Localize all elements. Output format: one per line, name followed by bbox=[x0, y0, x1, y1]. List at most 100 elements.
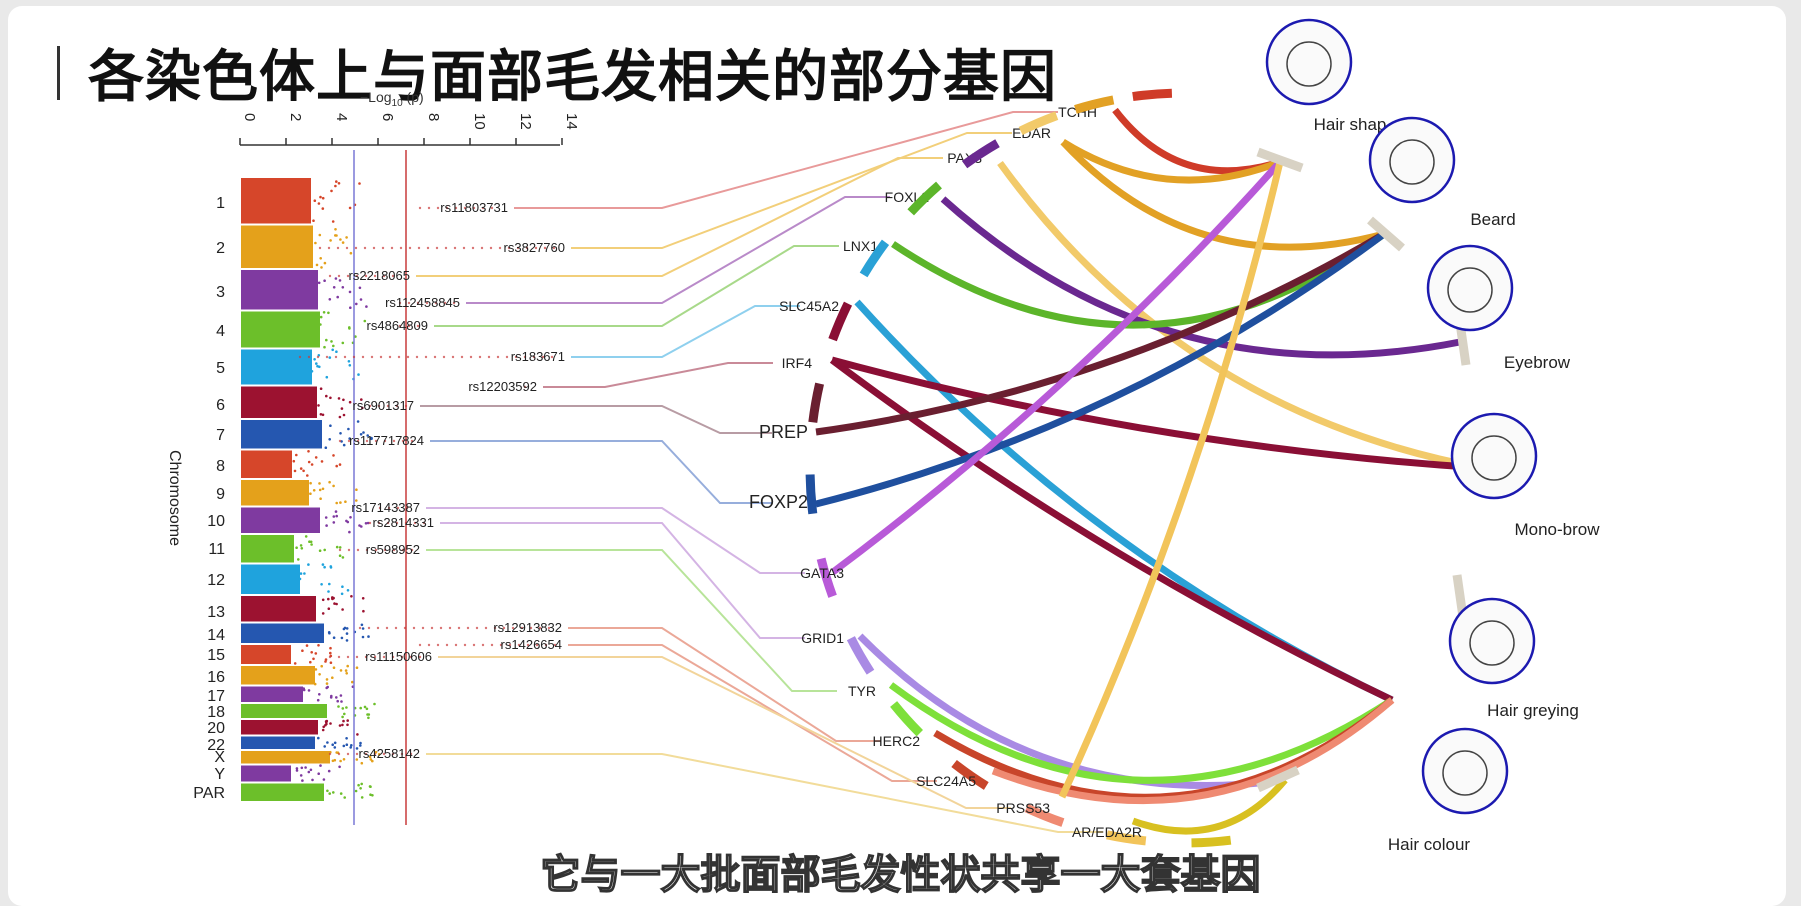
chromosome-band: 1 bbox=[216, 178, 361, 224]
snp-dot bbox=[335, 602, 338, 606]
chromosome-label: 1 bbox=[216, 195, 225, 212]
snp-trail-dot bbox=[318, 246, 322, 250]
snp-trail-dot bbox=[410, 439, 414, 443]
snp-dot bbox=[335, 350, 338, 354]
snp-dot bbox=[329, 565, 333, 568]
snp-annotation: rs112458845 bbox=[385, 196, 890, 310]
snp-label: rs6901317 bbox=[353, 398, 414, 413]
snp-trail-dot bbox=[430, 626, 434, 630]
snp-dot bbox=[323, 548, 327, 552]
snp-label: rs2218065 bbox=[349, 268, 410, 283]
snp-dot bbox=[307, 450, 310, 453]
snp-dot bbox=[359, 298, 363, 301]
gene-node: SLC45A2 bbox=[779, 239, 890, 314]
axis-tick-label: 14 bbox=[563, 113, 580, 130]
axis-tick-label: 4 bbox=[333, 113, 350, 121]
snp-trail-dot bbox=[454, 643, 458, 647]
snp-trail-dot bbox=[547, 626, 551, 630]
snp-trail-dot bbox=[345, 246, 349, 250]
chromosome-label: 7 bbox=[216, 427, 225, 444]
gene-trait-link bbox=[891, 231, 1387, 329]
snp-dot bbox=[295, 546, 298, 549]
snp-label: rs17143387 bbox=[351, 500, 420, 515]
chromosome-band: 9 bbox=[216, 480, 358, 506]
snp-trail-dot bbox=[381, 246, 385, 250]
snp-dot bbox=[369, 758, 373, 761]
snp-trail-dot bbox=[517, 643, 521, 647]
snp-trail-dot bbox=[391, 274, 395, 278]
gene-trait-link bbox=[940, 196, 1461, 359]
snp-dot bbox=[354, 789, 358, 793]
snp-trail-dot bbox=[407, 324, 411, 328]
axis-label: −Log10 (p) bbox=[360, 89, 424, 109]
snp-dot bbox=[327, 311, 330, 315]
gene-node: FOXL2 bbox=[885, 139, 1000, 205]
chromosome-density bbox=[241, 270, 318, 310]
chromosome-label: 17 bbox=[207, 688, 225, 705]
snp-dot bbox=[346, 723, 349, 727]
snp-trail-dot bbox=[404, 404, 408, 408]
snp-trail-dot bbox=[404, 521, 408, 525]
snp-dot bbox=[321, 487, 325, 491]
snp-trail-dot bbox=[364, 655, 368, 659]
gene-label: SLC45A2 bbox=[779, 298, 839, 314]
snp-dot bbox=[342, 398, 345, 402]
snp-dot bbox=[323, 279, 326, 283]
gene-label: SLC24A5 bbox=[916, 773, 976, 789]
snp-dot bbox=[355, 758, 359, 761]
snp-dot bbox=[334, 184, 337, 188]
snp-trail-dot bbox=[493, 626, 497, 630]
snp-dot bbox=[299, 774, 303, 777]
trait-anchor-bar bbox=[1256, 765, 1300, 793]
snp-label: rs2814331 bbox=[373, 515, 434, 530]
snp-dot bbox=[317, 772, 321, 775]
snp-trail-dot bbox=[499, 643, 503, 647]
gene-node: GRID1 bbox=[801, 630, 875, 675]
snp-dot bbox=[308, 540, 311, 543]
snp-dot bbox=[327, 597, 330, 601]
snp-dot bbox=[335, 696, 338, 699]
snp-dot bbox=[322, 778, 326, 781]
snp-dot bbox=[359, 787, 362, 790]
snp-dot bbox=[339, 501, 342, 504]
snp-trail-dot bbox=[529, 626, 533, 630]
trait-label: Hair greying bbox=[1487, 701, 1579, 720]
snp-trail-dot bbox=[406, 355, 410, 359]
snp-trail-dot bbox=[399, 246, 403, 250]
snp-trail-dot bbox=[426, 246, 430, 250]
snp-dot bbox=[303, 572, 306, 575]
snp-trail-dot bbox=[374, 548, 378, 552]
snp-dot bbox=[339, 694, 343, 697]
snp-dot bbox=[345, 236, 348, 239]
gene-trait-link bbox=[1058, 161, 1284, 799]
snp-dot bbox=[312, 489, 316, 492]
face-sketch bbox=[1286, 41, 1332, 87]
snp-dot bbox=[325, 678, 329, 681]
chromosome-label: 15 bbox=[207, 647, 225, 664]
gene-trait-link bbox=[997, 160, 1483, 472]
snp-gene-connector bbox=[430, 440, 772, 504]
gene-label: FOXP2 bbox=[749, 492, 808, 512]
snp-dot bbox=[360, 398, 363, 401]
snp-trail-dot bbox=[337, 274, 341, 278]
snp-dot bbox=[345, 743, 349, 746]
snp-trail-dot bbox=[425, 301, 429, 305]
chromosome-band: 5 bbox=[216, 348, 360, 385]
trait-group: Hair colour bbox=[1256, 727, 1509, 854]
snp-dot bbox=[321, 563, 325, 566]
snp-label: rs598952 bbox=[366, 542, 420, 557]
snp-dot bbox=[318, 693, 321, 696]
snp-trail-dot bbox=[328, 274, 332, 278]
snp-dot bbox=[368, 755, 372, 759]
snp-dot bbox=[367, 713, 371, 716]
snp-dot bbox=[355, 666, 359, 669]
snp-dot bbox=[295, 767, 299, 770]
gene-label: GRID1 bbox=[801, 630, 844, 646]
gene-trait-link bbox=[1061, 139, 1282, 184]
gene-trait-link bbox=[1112, 107, 1282, 175]
snp-trail-dot bbox=[457, 626, 461, 630]
snp-dot bbox=[322, 311, 326, 314]
snp-annotation: rs4258142 bbox=[328, 746, 1103, 833]
snp-trail-dot bbox=[418, 655, 422, 659]
